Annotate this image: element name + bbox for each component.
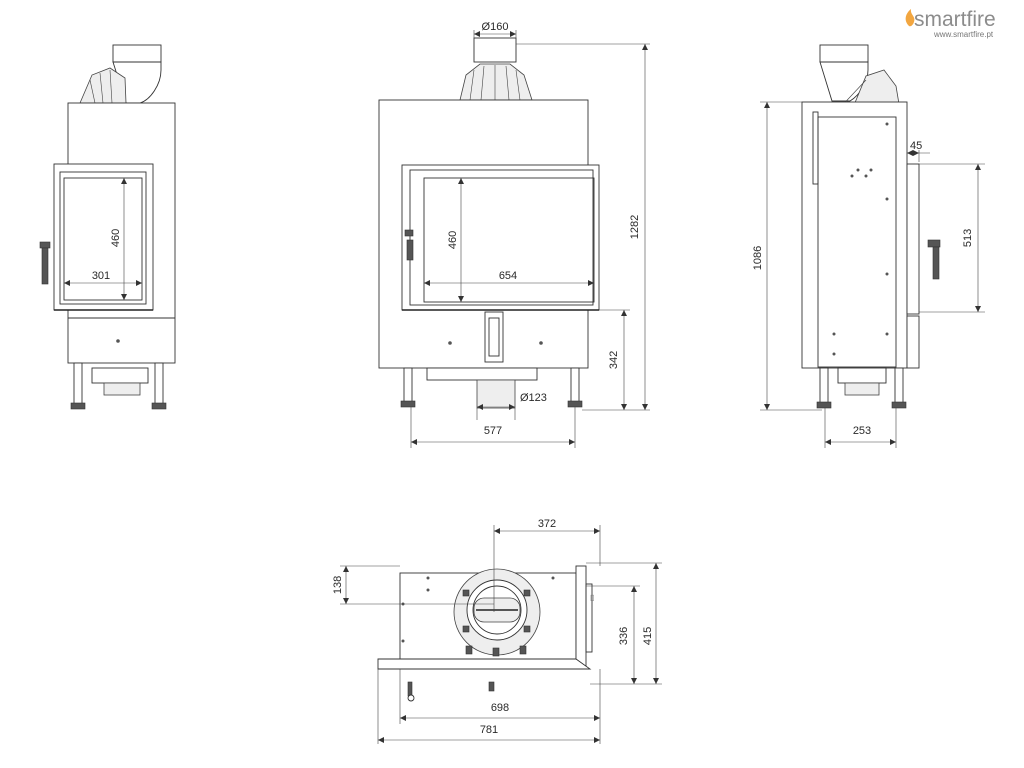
front-frame-top <box>377 658 592 670</box>
side-view: 1086 45 513 253 <box>752 44 985 448</box>
door-frame <box>53 163 154 311</box>
dim-flue-diameter: Ø160 <box>482 21 509 33</box>
dim-front-width: 577 <box>484 425 502 437</box>
dim-glass-height-left: 460 <box>110 229 122 247</box>
flue-collar-front <box>473 37 517 63</box>
dim-base-to-door: 342 <box>608 351 620 369</box>
dim-side-offset: 45 <box>910 140 922 152</box>
dim-glass-width-front: 654 <box>499 270 517 282</box>
dim-glass-width-left: 301 <box>92 270 110 282</box>
front-view: Ø160 1282 460 654 342 Ø123 577 <box>378 21 650 448</box>
dim-side-door-height: 513 <box>962 229 974 247</box>
dim-top-total-width: 781 <box>480 724 498 736</box>
svg-text:▯: ▯ <box>590 593 594 602</box>
door-frame-front <box>401 164 600 311</box>
dim-glass-height-front: 460 <box>447 231 459 249</box>
dim-air-inlet: Ø123 <box>520 392 547 404</box>
brand-logo: smartfire www.smartfire.pt <box>905 8 996 39</box>
top-view: ▯ 372 138 336 415 698 781 <box>332 518 662 744</box>
flame-icon <box>905 9 915 27</box>
door-handle-side <box>927 239 941 248</box>
flue-collar <box>112 44 162 63</box>
brand-name: smartfire <box>914 8 996 31</box>
dim-side-depth: 253 <box>853 425 871 437</box>
dim-top-total-depth: 415 <box>642 627 654 645</box>
flue-collar-side <box>819 44 869 63</box>
dim-total-height: 1282 <box>629 215 641 239</box>
dim-top-flue-offset: 138 <box>332 576 344 594</box>
left-view: 460 301 <box>39 44 176 410</box>
dim-top-depth-to-flue: 372 <box>538 518 556 530</box>
dim-top-body-depth: 336 <box>618 627 630 645</box>
dim-side-body-height: 1086 <box>752 246 764 270</box>
dim-top-body-width: 698 <box>491 702 509 714</box>
body-side <box>801 101 908 369</box>
door-handle <box>39 241 51 249</box>
brand-url: www.smartfire.pt <box>933 30 994 39</box>
door-side <box>906 163 920 315</box>
